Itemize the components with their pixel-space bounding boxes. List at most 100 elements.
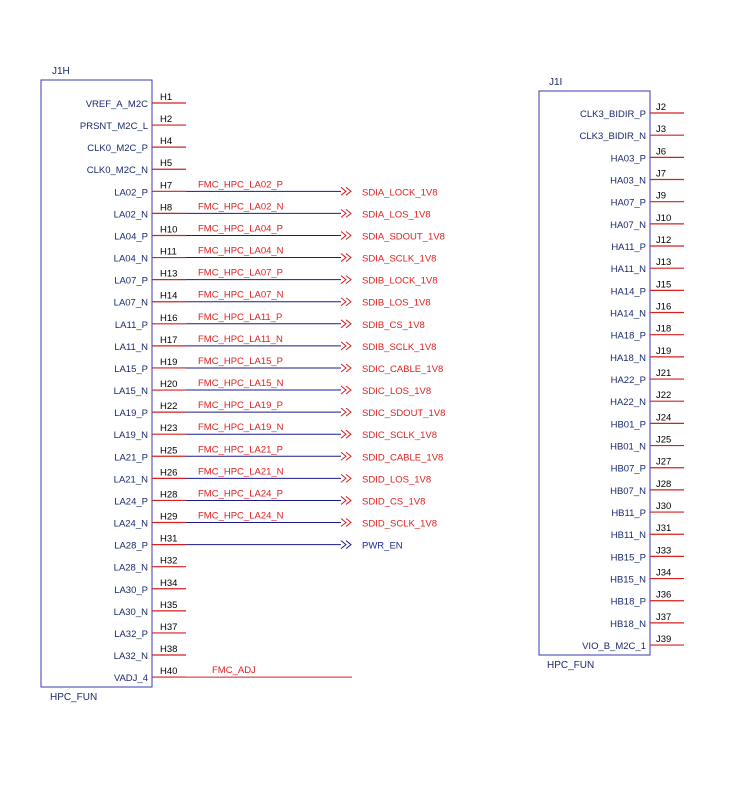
- pin-number: H11: [160, 247, 177, 258]
- pin-name: PRSNT_M2C_L: [80, 121, 148, 132]
- pin-number: J39: [656, 634, 671, 645]
- pin-number: J2: [656, 102, 666, 113]
- port-label: SDIA_LOCK_1V8: [362, 187, 438, 198]
- pin-number: H31: [160, 534, 177, 545]
- pin-name: LA11_P: [115, 320, 148, 331]
- port-label: SDIB_LOS_1V8: [362, 298, 431, 309]
- offpage-connector-icon: [340, 540, 352, 549]
- offpage-connector-icon: [340, 385, 352, 395]
- pin-name: VADJ_4: [114, 673, 148, 684]
- pin-name: HA03_P: [611, 153, 646, 164]
- offpage-connector-icon: [340, 518, 352, 527]
- port-label: SDID_LOS_1V8: [362, 474, 431, 485]
- port-label: SDID_SCLK_1V8: [362, 519, 437, 530]
- pin-name: VREF_A_M2C: [86, 99, 148, 110]
- pin-name: LA24_P: [114, 496, 148, 507]
- pin-h5: CLK0_M2C_NH5: [87, 158, 186, 176]
- pin-number: H25: [160, 445, 177, 456]
- pin-name: HA11_P: [611, 242, 646, 253]
- pin-name: HA14_P: [611, 286, 646, 297]
- pin-number: J21: [656, 368, 671, 379]
- part-value-j1i: HPC_FUN: [547, 660, 594, 671]
- pin-j6: HA03_PJ6: [611, 146, 684, 164]
- pin-j15: HA14_P J15: [611, 279, 684, 297]
- pin-name: HA07_P: [611, 198, 646, 209]
- port-label: SDID_CS_1V8: [362, 496, 425, 507]
- part-refdes-j1h: J1H: [52, 66, 70, 77]
- pin-name: LA02_N: [114, 209, 148, 220]
- net-label: FMC_HPC_LA21_P: [198, 444, 283, 455]
- pin-j25: HB01_N J25: [610, 435, 684, 453]
- pin-number: H37: [160, 622, 177, 633]
- pin-name: CLK0_M2C_N: [87, 165, 148, 176]
- pin-number: H20: [160, 379, 177, 390]
- pin-name: HB18_P: [611, 597, 646, 608]
- pin-name: LA19_P: [114, 408, 148, 419]
- offpage-connector-icon: [340, 297, 352, 307]
- pin-name: VIO_B_M2C_1: [582, 641, 646, 652]
- pin-number: J24: [656, 412, 671, 423]
- offpage-connector-icon: [340, 429, 352, 439]
- part-j1h: J1H HPC_FUN VREF_A_M2CH1PRSNT_M2C_LH2CLK…: [40, 66, 445, 703]
- pin-number: H19: [160, 357, 177, 368]
- net-label: FMC_ADJ: [212, 665, 256, 676]
- pin-number: H4: [160, 136, 172, 147]
- pin-number: H1: [160, 92, 172, 103]
- port-label: SDIB_LOCK_1V8: [362, 276, 438, 287]
- pin-number: J18: [656, 324, 671, 335]
- pin-name: HB15_P: [611, 552, 646, 563]
- pin-number: J25: [656, 435, 671, 446]
- offpage-connector-icon: [340, 253, 352, 262]
- pin-h4: CLK0_M2C_P H4: [87, 136, 186, 154]
- pin-number: H32: [160, 556, 177, 567]
- pin-name: LA15_N: [114, 386, 148, 397]
- net-label: FMC_HPC_LA07_N: [198, 290, 284, 301]
- pin-number: H28: [160, 489, 177, 500]
- port-label: SDIA_LOS_1V8: [362, 209, 431, 220]
- offpage-connector-icon: [340, 473, 352, 483]
- pin-name: HA22_P: [611, 375, 646, 386]
- pin-number: J28: [656, 479, 671, 490]
- pin-name: HB07_P: [611, 464, 646, 475]
- pin-number: H13: [160, 269, 177, 280]
- pin-name: CLK0_M2C_P: [87, 143, 148, 154]
- pin-number: J12: [656, 235, 671, 246]
- offpage-connector-icon: [340, 363, 352, 373]
- pin-number: H7: [160, 180, 172, 191]
- pin-number: J15: [656, 279, 671, 290]
- pin-name: LA21_N: [114, 474, 148, 485]
- port-label: SDIC_LOS_1V8: [362, 386, 431, 397]
- pin-name: LA30_P: [114, 585, 148, 596]
- pin-number: J3: [656, 124, 666, 135]
- pin-name: HA03_N: [610, 176, 646, 187]
- pin-name: HB07_N: [610, 486, 646, 497]
- port-label: SDIB_SCLK_1V8: [362, 342, 436, 353]
- pin-name: HB11_N: [611, 530, 646, 541]
- pin-number: H23: [160, 423, 177, 434]
- net-label: FMC_HPC_LA24_P: [198, 488, 283, 499]
- pin-name: HB15_N: [610, 575, 646, 586]
- port-label: SDID_CABLE_1V8: [362, 452, 443, 463]
- pin-name: LA02_P: [114, 187, 148, 198]
- net-label: FMC_HPC_LA15_N: [198, 378, 284, 389]
- pin-number: H35: [160, 600, 177, 611]
- pin-number: J16: [656, 302, 671, 313]
- pin-name: HB01_N: [610, 442, 646, 453]
- pin-name: CLK3_BIDIR_P: [580, 109, 646, 120]
